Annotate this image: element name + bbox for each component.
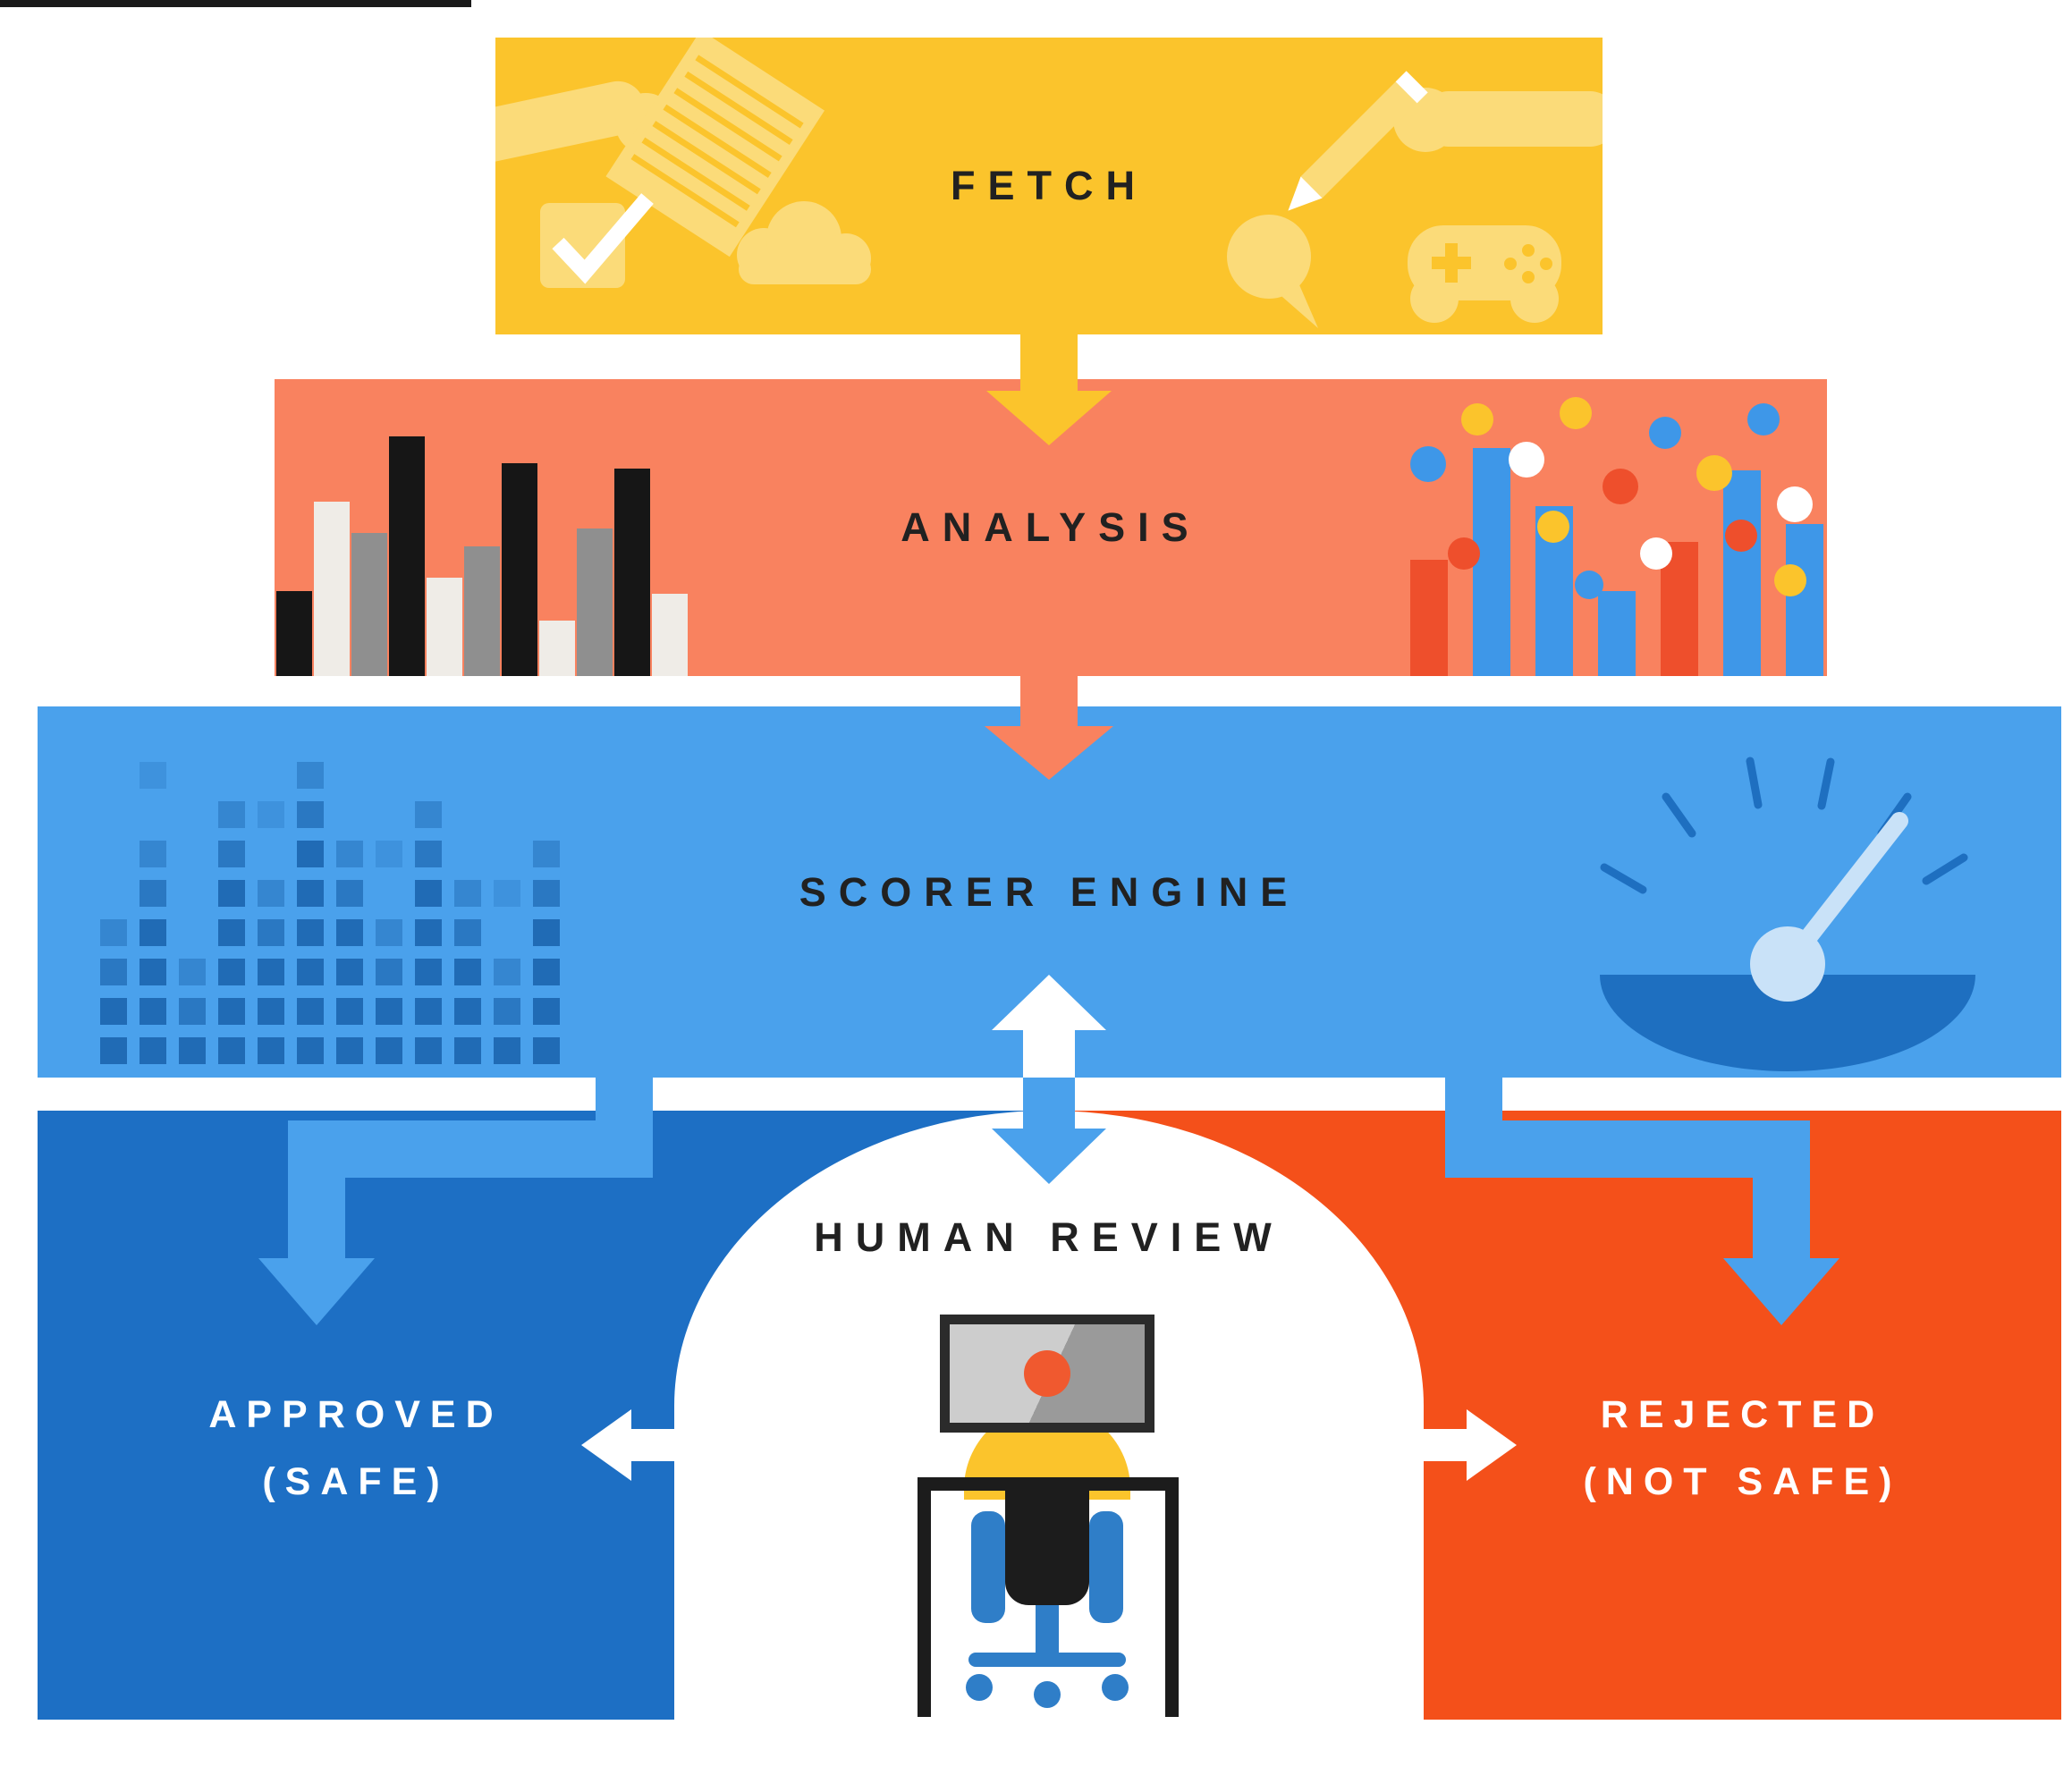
human-review-dome: [674, 1111, 1424, 1721]
scorer-engine-band: SCORER ENGINE: [38, 706, 2061, 1078]
analysis-band-icons: [276, 397, 1823, 676]
fetch-label: FETCH: [951, 163, 1147, 208]
analysis-band: ANALYSIS: [275, 379, 1827, 676]
approved-label-line1: APPROVED: [208, 1393, 503, 1436]
rejected-label: REJECTED (NOT SAFE): [1424, 1382, 2061, 1517]
cloud-icon: [737, 201, 871, 284]
rejected-label-line1: REJECTED: [1600, 1393, 1885, 1436]
game-controller-icon: [1408, 225, 1561, 323]
fetch-band-icons: [495, 38, 1603, 328]
pixel-equalizer-icon: [100, 762, 560, 1064]
analysis-label: ANALYSIS: [901, 504, 1201, 550]
colored-bar-chart-with-dots-icon: [1410, 397, 1823, 676]
approved-label-line2: (SAFE): [262, 1460, 450, 1504]
fetch-band: FETCH: [495, 38, 1603, 334]
hand-holding-list-icon: [495, 38, 825, 258]
scorer-engine-label: SCORER ENGINE: [799, 868, 1300, 915]
rejected-label-line2: (NOT SAFE): [1583, 1460, 1902, 1504]
scorer-band-icons: [100, 757, 1975, 1071]
hand-writing-pencil-icon: [1288, 71, 1603, 211]
checkbox-icon: [540, 193, 654, 288]
grayscale-bar-chart-icon: [276, 436, 688, 676]
human-review-label: HUMAN REVIEW: [814, 1214, 1284, 1260]
top-left-artifact-line: [0, 0, 471, 7]
approved-label: APPROVED (SAFE): [38, 1382, 674, 1517]
speech-bubble-icon: [1227, 215, 1318, 328]
gauge-meter-icon: [1600, 757, 1975, 1071]
